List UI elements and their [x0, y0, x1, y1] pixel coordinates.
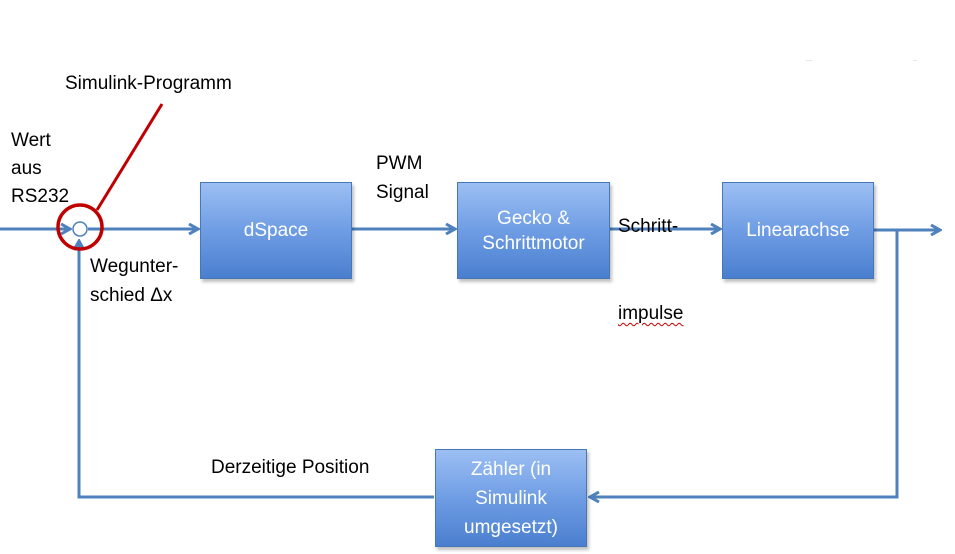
block-counter: Zähler (in Simulink umgesetzt): [435, 449, 587, 547]
input-label: Wert aus RS232: [11, 130, 70, 207]
feedback-label: Derzeitige Position: [211, 457, 370, 478]
callout-circle: [56, 203, 104, 251]
block-dspace: dSpace: [200, 182, 352, 279]
step-pulses-line2: impulse: [618, 303, 684, 324]
artifact-mark: [806, 60, 812, 61]
step-pulses-line1: Schritt-: [618, 216, 679, 237]
pwm-signal-label: PWM Signal: [376, 153, 429, 203]
step-pulses-label: Schritt- impulse: [618, 154, 683, 357]
callout-pointer: [95, 103, 164, 211]
counter-to-junction-arrow: [79, 241, 434, 499]
block-linear-axis: Linearachse: [722, 182, 874, 279]
callout-label: Simulink-Programm: [65, 73, 232, 94]
artifact-mark: [913, 60, 917, 61]
summing-junction: [72, 221, 88, 237]
error-label: Wegunter- schied Δx: [90, 256, 179, 306]
feedback-to-counter-arrow: [590, 230, 899, 497]
block-gecko-stepper: Gecko & Schrittmotor: [457, 182, 610, 279]
